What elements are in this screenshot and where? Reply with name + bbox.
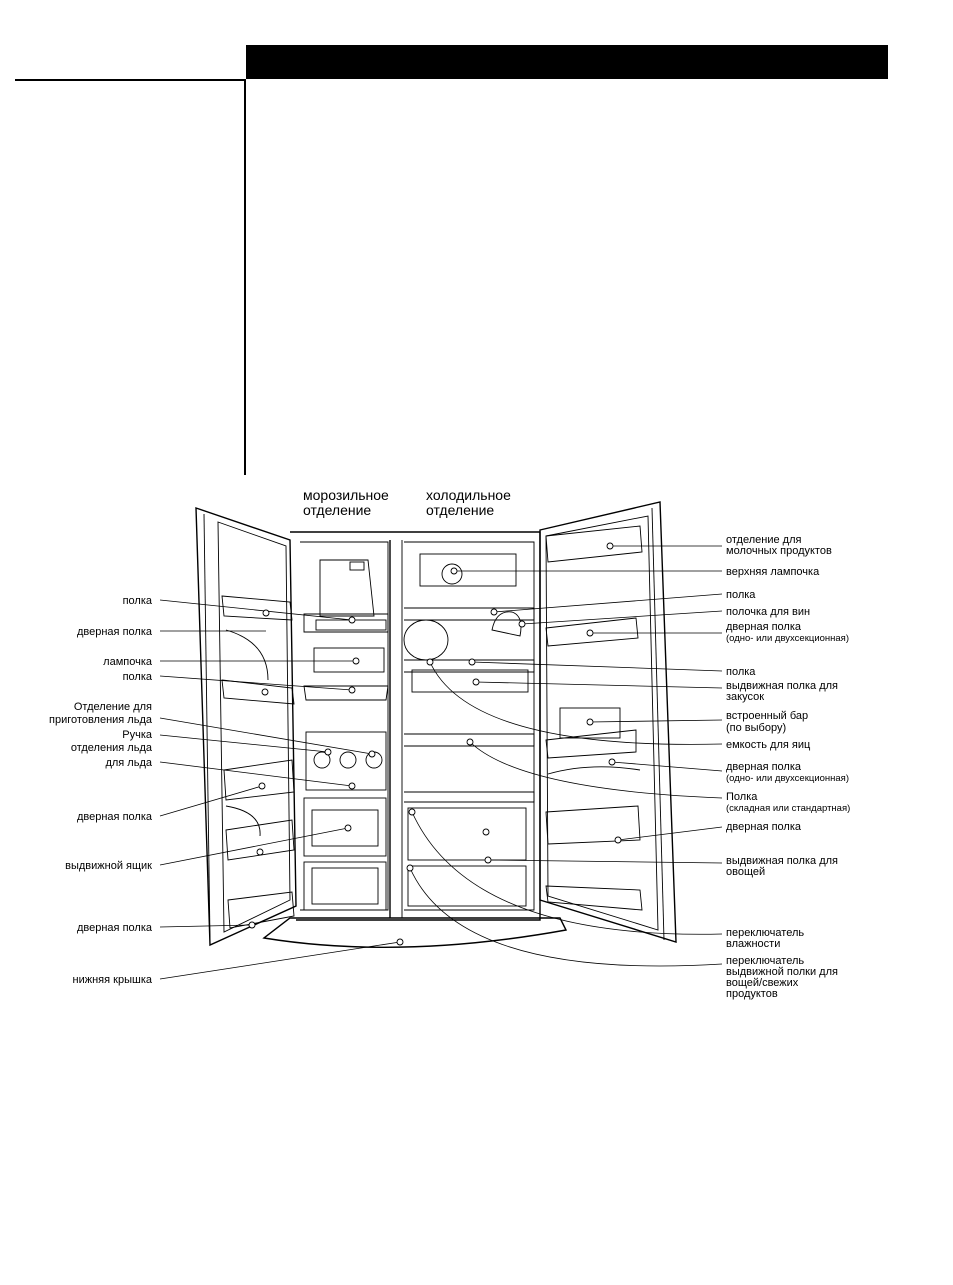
label-ice-maker-line-2: приготовления льда: [49, 714, 153, 726]
label-door-shelf-r1-sub: (одно- или двухсекционная): [726, 633, 849, 644]
label-door-shelf-r2-sub: (одно- или двухсекционная): [726, 773, 849, 784]
label-dairy-line-1: отделение для: [726, 534, 801, 546]
label-top-lamp: верхняя лампочка: [726, 566, 820, 578]
right-labels: отделение для молочных продуктов верхняя…: [726, 534, 850, 1000]
header-rule: [15, 79, 246, 81]
right-leader-lines: [406, 542, 723, 967]
refrigerator-illustration: [195, 501, 677, 948]
label-shelf-freezer-2: полка: [123, 671, 153, 683]
label-lamp: лампочка: [103, 656, 153, 668]
header-bar: [246, 45, 888, 79]
label-shelf-freezer: полка: [123, 595, 153, 607]
label-snack-drawer-line-2: закусок: [726, 691, 764, 703]
label-bottom-cover: нижняя крышка: [73, 974, 153, 986]
label-snack-drawer-line-1: выдвижная полка для: [726, 680, 838, 692]
left-labels: полка дверная полка лампочка полка Отдел…: [49, 595, 153, 986]
label-built-in-bar: встроенный бар: [726, 710, 808, 722]
label-egg-tray: емкость для яиц: [726, 739, 811, 751]
label-built-in-bar-sub: (по выбору): [726, 722, 786, 734]
fridge-title-line-1: холодильное: [426, 487, 511, 503]
label-drawer-switch-line-4: продуктов: [726, 988, 778, 1000]
label-shelf-folding: Полка: [726, 791, 758, 803]
left-leader-lines: [159, 599, 404, 980]
label-wine-shelf: полочка для вин: [726, 606, 810, 618]
label-door-shelf-r1: дверная полка: [726, 621, 802, 633]
label-shelf-fridge-2: полка: [726, 666, 756, 678]
label-ice-handle-line-2: отделения льда: [71, 742, 153, 754]
fridge-compartment-title: холодильное отделение: [426, 487, 511, 518]
label-door-shelf-2: дверная полка: [77, 811, 153, 823]
sidebar-divider: [244, 80, 246, 475]
label-drawer-switch-line-3: вощей/свежих: [726, 977, 799, 989]
refrigerator-diagram: морозильное отделение холодильное отделе…: [49, 487, 850, 1000]
label-shelf-folding-sub: (складная или стандартная): [726, 803, 850, 814]
label-shelf-fridge-1: полка: [726, 589, 756, 601]
label-humidity-switch-line-1: переключатель: [726, 927, 804, 939]
label-door-shelf-r3: дверная полка: [726, 821, 802, 833]
label-drawer-switch-line-1: переключатель: [726, 955, 804, 967]
label-humidity-switch-line-2: влажности: [726, 938, 780, 950]
label-vegetable-drawer-line-2: овощей: [726, 866, 765, 878]
label-drawer-switch-line-2: выдвижной полки для: [726, 966, 838, 978]
label-door-shelf-1: дверная полка: [77, 626, 153, 638]
label-ice-handle-line-1: Ручка: [122, 729, 153, 741]
label-door-shelf-r2: дверная полка: [726, 761, 802, 773]
freezer-title-line-1: морозильное: [303, 487, 389, 503]
freezer-title-line-2: отделение: [303, 502, 371, 518]
label-ice-bin: для льда: [105, 757, 152, 769]
label-ice-maker-line-1: Отделение для: [74, 701, 152, 713]
label-dairy-line-2: молочных продуктов: [726, 545, 832, 557]
label-vegetable-drawer-line-1: выдвижная полка для: [726, 855, 838, 867]
fridge-title-line-2: отделение: [426, 502, 494, 518]
label-drawer: выдвижной ящик: [65, 860, 152, 872]
label-door-shelf-3: дверная полка: [77, 922, 153, 934]
freezer-compartment-title: морозильное отделение: [303, 487, 389, 518]
